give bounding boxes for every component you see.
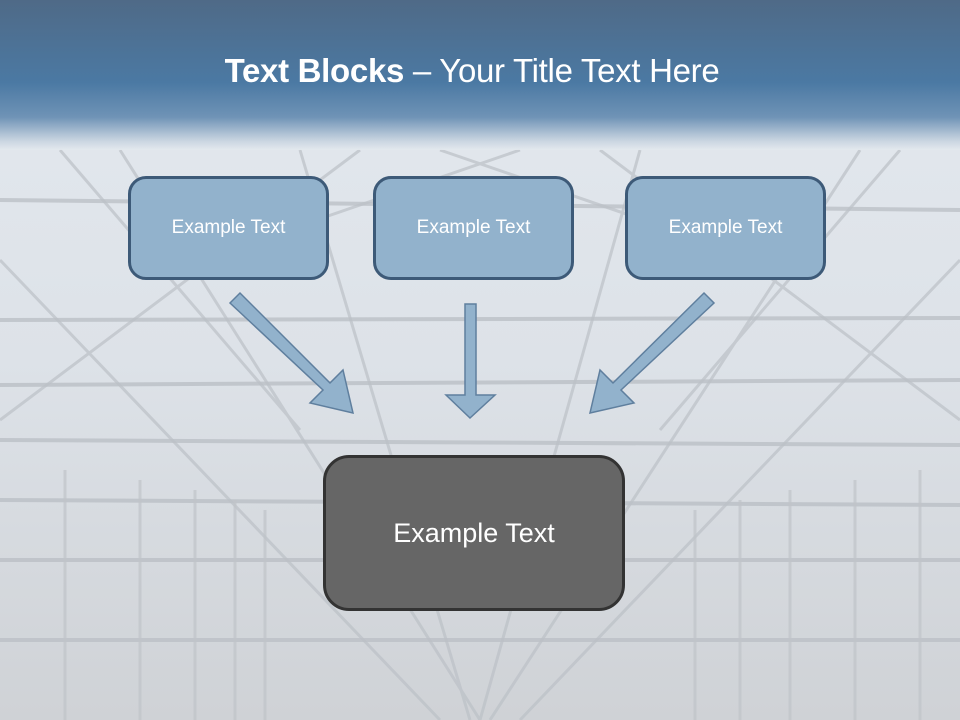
text-block-3-label: Example Text xyxy=(668,217,783,238)
title-rest: Your Title Text Here xyxy=(439,52,720,89)
arrow-down-right-icon[interactable] xyxy=(228,291,355,415)
text-block-3[interactable]: Example Text xyxy=(625,176,826,280)
arrow-down-icon[interactable] xyxy=(444,303,497,420)
title-bold: Text Blocks xyxy=(224,52,405,89)
title-separator: – xyxy=(404,52,440,89)
title-banner xyxy=(0,0,960,150)
text-block-2[interactable]: Example Text xyxy=(373,176,574,280)
text-block-1[interactable]: Example Text xyxy=(128,176,329,280)
text-block-1-label: Example Text xyxy=(171,217,286,238)
slide-title[interactable]: Text Blocks – Your Title Text Here xyxy=(0,52,944,90)
target-text-block[interactable]: Example Text xyxy=(323,455,625,611)
arrow-down-left-icon[interactable] xyxy=(588,291,716,414)
target-text-block-label: Example Text xyxy=(393,517,555,548)
text-block-2-label: Example Text xyxy=(416,217,531,238)
